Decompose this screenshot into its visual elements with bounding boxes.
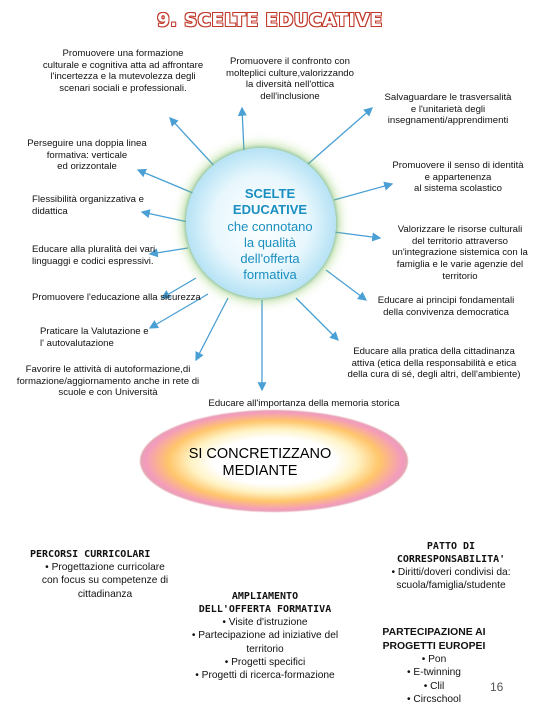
arrow-7 xyxy=(333,231,382,242)
block-ampliamento: AMPLIAMENTO DELL'OFFERTA FORMATIVA • Vis… xyxy=(191,591,339,681)
center-label: SCELTE EDUCATIVE che connotano la qualit… xyxy=(227,186,313,283)
goal-valutazione: Praticare la Valutazione e l' autovaluta… xyxy=(40,326,149,349)
arrow-3 xyxy=(307,107,373,165)
goal-flessibilita: Flessibilità organizzativa e didattica xyxy=(32,194,144,217)
arrow-9 xyxy=(160,277,197,299)
goal-cittadinanza-attiva: Educare alla pratica della cittadinanza … xyxy=(347,346,521,381)
arrow-2 xyxy=(169,117,219,171)
arrow-6 xyxy=(140,209,189,223)
arrow-5 xyxy=(333,181,394,201)
arrow-8 xyxy=(148,247,189,258)
arrow-4 xyxy=(136,168,201,197)
goal-autoformazione: Favorire le attività di autoformazione,d… xyxy=(16,364,200,399)
goal-risorse-culturali: Valorizzare le risorse culturali del ter… xyxy=(392,224,528,282)
goal-convivenza-democratica: Educare ai principi fondamentali della c… xyxy=(377,295,515,318)
arrow-10 xyxy=(325,269,368,301)
arrow-12 xyxy=(295,297,339,341)
goal-pluralita-linguaggi: Educare alla pluralità dei vari linguagg… xyxy=(32,244,156,267)
goal-sicurezza: Promuovere l'educazione alla sicurezza xyxy=(32,292,201,303)
arrow-13 xyxy=(195,297,229,362)
block-patto: PATTO DI CORRESPONSABILITA' • Diritti/do… xyxy=(391,541,511,592)
goal-memoria-storica: Educare all'importanza della memoria sto… xyxy=(208,398,400,409)
block-progetti-europei: PARTECIPAZIONE AI PROGETTI EUROPEI • Pon… xyxy=(382,627,486,705)
goal-confronto-culture: Promuovere il confronto con molteplici c… xyxy=(226,56,354,103)
goal-trasversalita: Salvaguardare le trasversalità e l'unita… xyxy=(384,92,512,127)
page-title: 9. SCELTE EDUCATIVE xyxy=(157,10,383,31)
block-percorsi-curricolari: PERCORSI CURRICOLARI • Progettazione cur… xyxy=(30,549,169,600)
arrow-1 xyxy=(237,106,247,153)
goal-identita: Promuovere il senso di identità e appart… xyxy=(392,160,524,195)
concretizzano-banner xyxy=(140,410,408,512)
page-number: 16 xyxy=(490,680,504,694)
concretizzano-label: SI CONCRETIZZANO MEDIANTE xyxy=(188,446,332,480)
arrow-11 xyxy=(148,293,209,329)
goal-doppia-linea: Perseguire una doppia linea formativa: v… xyxy=(27,138,147,173)
goal-formazione-culturale: Promuovere una formazione culturale e co… xyxy=(42,48,204,95)
center-orb xyxy=(186,148,336,298)
